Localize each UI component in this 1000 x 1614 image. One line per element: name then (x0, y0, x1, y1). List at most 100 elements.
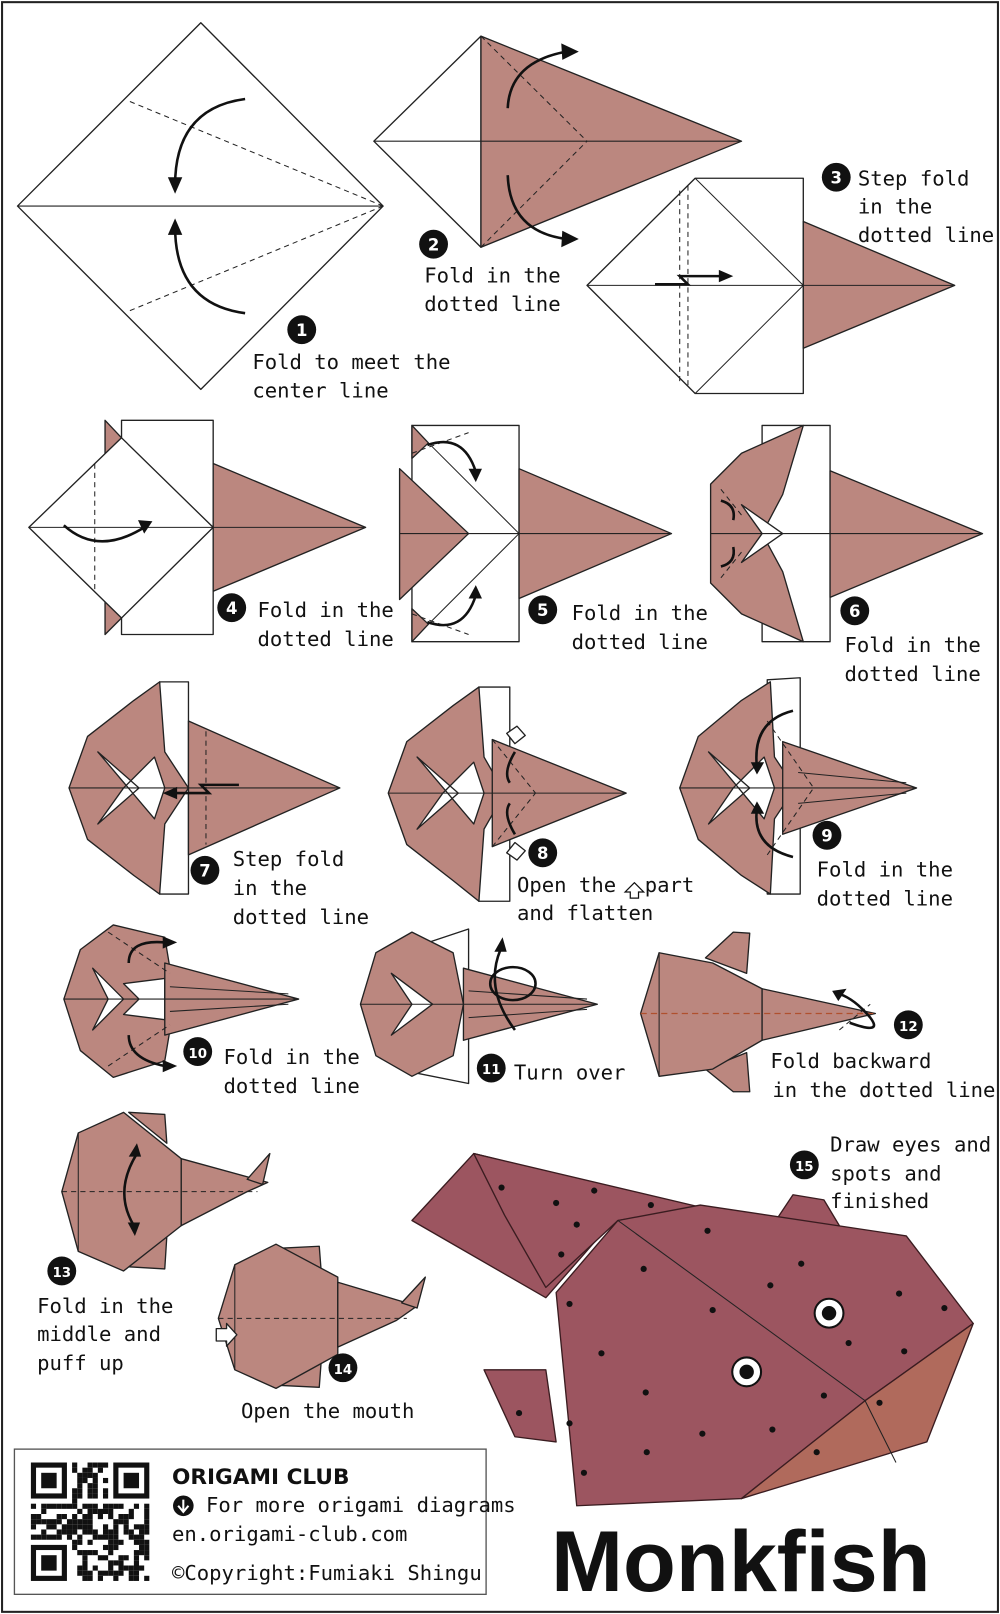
page-title: Monkfish (551, 1514, 931, 1610)
step-text: dotted line (817, 886, 953, 910)
step-text: Fold in the (257, 598, 393, 622)
step-number: 5 (537, 601, 548, 620)
step-number: 15 (795, 1160, 814, 1175)
step-number: 3 (831, 168, 842, 187)
step-4-figure (28, 419, 367, 636)
step-number-badge (328, 1353, 358, 1383)
step-9-figure (679, 677, 918, 895)
step-text: dotted line (424, 292, 560, 316)
step-text: Fold in the (817, 858, 953, 882)
step-2-label: 2 Fold in the dotted line (419, 229, 561, 316)
step-text: Draw eyes and (830, 1132, 991, 1156)
step-number: 8 (537, 844, 548, 863)
step-1-label: 1 Fold to meet the center line (252, 315, 451, 403)
step-text: and flatten (517, 901, 653, 925)
step-4-label: 4 Fold in the dotted line (217, 593, 394, 651)
step-9-label: 9 Fold in the dotted line (812, 820, 953, 910)
step-number: 12 (899, 1020, 918, 1035)
step-number-badge (217, 593, 247, 623)
footer-credit-box: ORIGAMI CLUB For more origami diagrams e… (13, 1448, 516, 1596)
step-text: finished (830, 1189, 929, 1213)
step-3-figure (586, 177, 956, 395)
step-number-badge (821, 162, 851, 192)
step-number-badge (476, 1053, 506, 1083)
step-10-figure (63, 924, 300, 1079)
step-14-figure (215, 1243, 427, 1390)
step-text: Fold in the (572, 601, 708, 625)
step-13-figure (61, 1111, 271, 1272)
step-text: Open the mouth (241, 1399, 414, 1423)
step-text: center line (252, 379, 388, 403)
step-text: dotted line (858, 223, 994, 247)
step-number: 2 (428, 235, 439, 254)
step-text: Open the (517, 873, 616, 897)
website-link[interactable]: en.origami-club.com (172, 1522, 407, 1546)
step-number-badge (840, 596, 870, 626)
step-6-figure (709, 424, 984, 643)
step-number: 10 (188, 1047, 207, 1062)
step-text: middle and (37, 1322, 161, 1346)
step-text: dotted line (572, 630, 708, 654)
step-3-label: 3 Step fold in the dotted line (821, 162, 994, 247)
step-5-label: 5 Fold in the dotted line (528, 595, 708, 654)
step-number-badge (287, 315, 317, 345)
step-12-figure (639, 931, 877, 1093)
step-number-badge (528, 595, 558, 625)
finished-monkfish (411, 1152, 974, 1507)
step-number-badge (47, 1256, 77, 1286)
step-text: dotted line (257, 627, 393, 651)
step-text: in the dotted line (772, 1078, 995, 1102)
step-8-figure (387, 686, 627, 902)
step-number-badge (183, 1037, 213, 1067)
step-number-badge (190, 855, 220, 885)
step-text: part (645, 873, 695, 897)
step-text: Fold in the (424, 263, 560, 287)
qr-code[interactable] (30, 1462, 150, 1581)
step-13-label: 13 Fold in the middle and puff up (37, 1256, 173, 1375)
step-14-label: 14 Open the mouth (241, 1353, 414, 1423)
step-number: 7 (199, 862, 210, 881)
step-text: Fold in the (37, 1294, 173, 1318)
step-number-badge (893, 1010, 923, 1040)
step-text: dotted line (844, 662, 980, 686)
step-number-badge (789, 1150, 819, 1180)
step-number-badge (528, 838, 558, 868)
brand-name: ORIGAMI CLUB (172, 1465, 349, 1490)
step-number: 4 (226, 599, 237, 618)
up-arrow-icon (623, 881, 646, 899)
arrow-down-glyph (177, 1499, 190, 1514)
step-text: Step fold (233, 847, 345, 871)
copyright-text: ©Copyright:Fumiaki Shingu (172, 1561, 482, 1585)
step-text: Fold in the (223, 1045, 359, 1069)
step-2-figure (373, 35, 743, 248)
step-11-label: 11 Turn over (476, 1053, 626, 1084)
step-text: Fold in the (844, 633, 980, 657)
step-8-label: 8 Open the part and flatten (517, 838, 695, 925)
step-text: Fold to meet the (252, 350, 450, 374)
step-text: Fold backward (770, 1049, 931, 1073)
step-12-label: 12 Fold backward in the dotted line (770, 1010, 995, 1102)
step-number: 6 (849, 602, 860, 621)
step-1-figure (16, 22, 384, 391)
step-7-figure (68, 681, 341, 895)
step-number: 1 (296, 321, 307, 340)
step-15-label: 15 Draw eyes and spots and finished (789, 1132, 991, 1213)
step-11-figure (359, 928, 598, 1085)
step-number: 13 (52, 1266, 71, 1281)
step-number: 14 (334, 1363, 353, 1378)
step-text: in the (233, 876, 307, 900)
step-text: dotted line (223, 1074, 359, 1098)
step-number: 11 (482, 1063, 501, 1078)
step-number-badge (419, 229, 448, 259)
step-text: Step fold (858, 166, 970, 190)
step-7-label: 7 Step fold in the dotted line (190, 847, 369, 929)
step-text: spots and (830, 1161, 942, 1185)
step-number: 9 (821, 827, 832, 846)
step-number-badge (812, 820, 842, 850)
step-text: Turn over (514, 1060, 626, 1084)
step-text: puff up (37, 1351, 124, 1375)
step-text: in the (858, 194, 932, 218)
step-text: dotted line (233, 905, 369, 929)
